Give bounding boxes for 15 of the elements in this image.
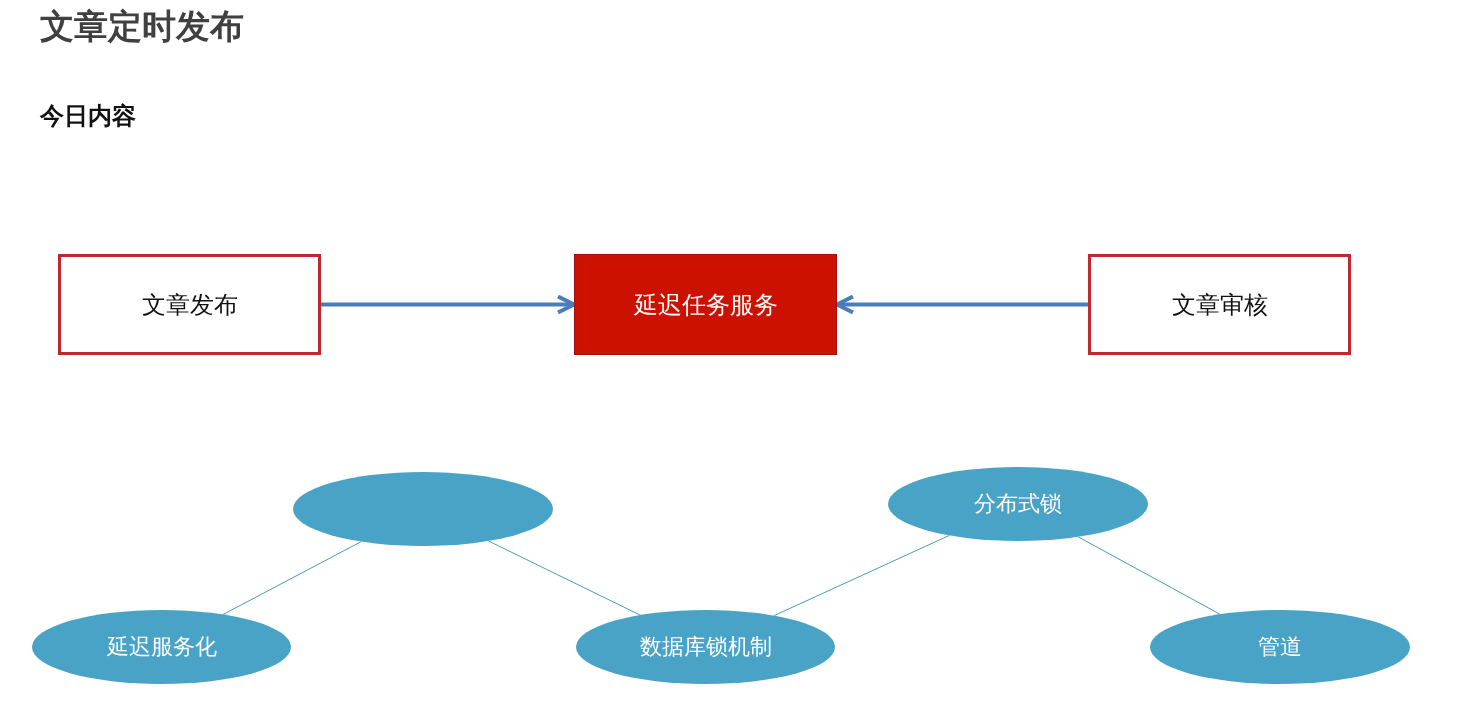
arrow bbox=[321, 294, 576, 315]
service-box: 延迟任务服务 bbox=[574, 254, 837, 355]
connector-line bbox=[1077, 536, 1221, 615]
connector-line bbox=[222, 541, 362, 615]
ellipse-node: 分布式锁 bbox=[888, 467, 1148, 541]
slide-title: 文章定时发布 bbox=[40, 5, 244, 48]
connector-line bbox=[487, 540, 641, 616]
ellipse-node: 延迟服务化 bbox=[32, 610, 291, 684]
ellipse-node: 管道 bbox=[1150, 610, 1410, 684]
process-box: 文章审核 bbox=[1088, 254, 1351, 355]
process-box: 文章发布 bbox=[58, 254, 321, 355]
arrow bbox=[835, 294, 1088, 315]
ellipse-node: 数据库锁机制 bbox=[576, 610, 835, 684]
section-heading: 今日内容 bbox=[40, 101, 136, 132]
connector-line bbox=[773, 534, 950, 617]
